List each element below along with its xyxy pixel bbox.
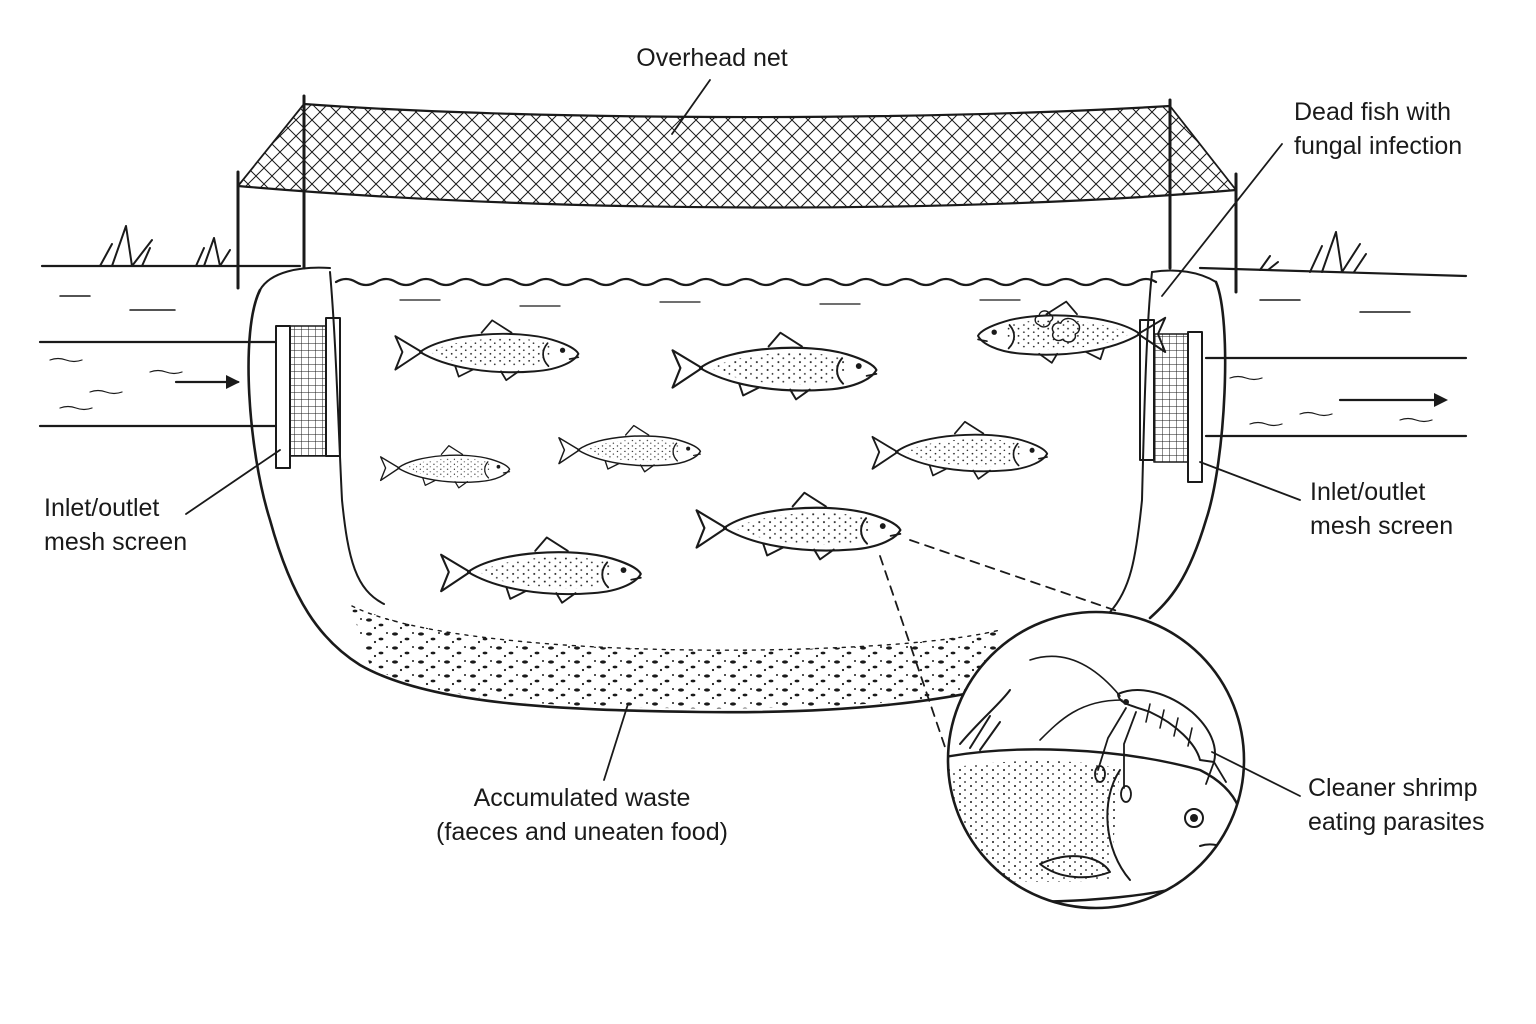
label-inlet-right-line1: Inlet/outlet xyxy=(1310,478,1425,506)
outlet-pipe-right xyxy=(1204,356,1468,438)
fish xyxy=(671,331,878,401)
fish xyxy=(695,491,902,561)
fish xyxy=(394,319,580,382)
zoom-inset xyxy=(879,539,1246,910)
label-dead-fish-line2: fungal infection xyxy=(1294,132,1462,160)
label-dead-fish-line1: Dead fish with xyxy=(1294,98,1451,126)
fish xyxy=(379,444,511,489)
overhead-net xyxy=(236,94,1238,294)
waste-layer xyxy=(350,604,1001,709)
label-waste-line1: Accumulated waste xyxy=(474,784,691,812)
label-overhead-net: Overhead net xyxy=(636,44,788,72)
ground-banks xyxy=(40,225,1468,313)
arrow-right-icon xyxy=(1338,393,1448,407)
mesh-screen-left xyxy=(275,317,341,469)
arrow-right-icon xyxy=(174,375,240,389)
fish xyxy=(440,536,642,604)
inlet-pipe-left xyxy=(38,340,278,428)
leader-lines xyxy=(185,79,1301,797)
label-inlet-right-line2: mesh screen xyxy=(1310,512,1453,540)
label-shrimp-line1: Cleaner shrimp xyxy=(1308,774,1478,802)
dead-fish xyxy=(977,300,1167,364)
mesh-screen-right xyxy=(1139,319,1203,483)
water-surface xyxy=(334,277,1158,307)
label-inlet-left-line2: mesh screen xyxy=(44,528,187,556)
pond-wall xyxy=(247,266,1227,714)
label-waste-line2: (faeces and uneaten food) xyxy=(436,818,728,846)
labels: Overhead net Dead fish with fungal infec… xyxy=(44,44,1485,846)
fish xyxy=(558,424,702,473)
fish-school xyxy=(379,319,1049,604)
label-inlet-left-line1: Inlet/outlet xyxy=(44,494,159,522)
fish xyxy=(871,420,1049,480)
label-shrimp-line2: eating parasites xyxy=(1308,808,1485,836)
